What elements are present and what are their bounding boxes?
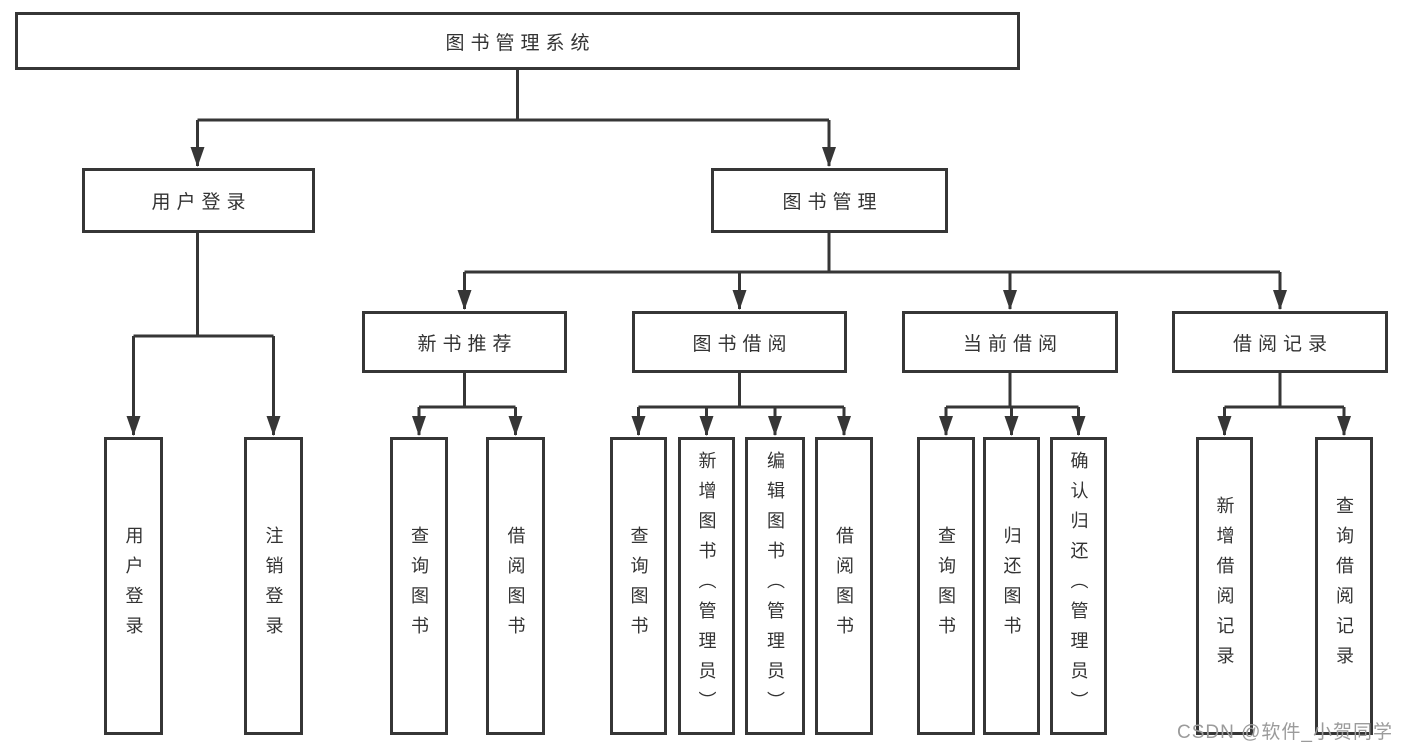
node-leaf-cb-query-book-label: 查询图书 [936, 526, 956, 646]
node-current-borrowing-label: 当前借阅 [962, 333, 1063, 355]
node-leaf-logout-label: 注销登录 [263, 526, 284, 646]
node-leaf-rec-query-book-label: 查询图书 [409, 526, 429, 646]
node-leaf-rec-borrow-book: 借阅图书 [486, 437, 545, 735]
node-user-login: 用户登录 [82, 168, 315, 233]
node-user-login-label: 用户登录 [151, 192, 252, 213]
node-root-label: 图书管理系统 [445, 32, 596, 54]
node-leaf-cb-confirm-return-admin-label: 确认归还（管理员） [1068, 451, 1089, 721]
node-book-management-label: 图书管理 [782, 192, 883, 213]
node-leaf-br-add-record-label: 新增借阅记录 [1214, 496, 1235, 676]
node-leaf-cb-return-book-label: 归还图书 [1001, 526, 1022, 646]
node-leaf-bb-add-book-admin: 新增图书（管理员） [678, 437, 735, 735]
node-leaf-br-query-record-label: 查询借阅记录 [1334, 496, 1354, 676]
node-leaf-br-add-record: 新增借阅记录 [1196, 437, 1253, 735]
node-leaf-bb-query-book-label: 查询图书 [628, 526, 649, 646]
node-book-borrowing-label: 图书借阅 [692, 333, 793, 355]
node-new-book-recommend-label: 新书推荐 [417, 333, 518, 355]
node-leaf-br-query-record: 查询借阅记录 [1315, 437, 1373, 735]
node-borrowing-records-label: 借阅记录 [1232, 333, 1333, 355]
node-new-book-recommend: 新书推荐 [362, 311, 567, 373]
node-leaf-bb-edit-book-admin: 编辑图书（管理员） [745, 437, 805, 735]
node-leaf-bb-borrow-book-label: 借阅图书 [834, 526, 854, 646]
node-leaf-bb-query-book: 查询图书 [610, 437, 667, 735]
node-leaf-logout: 注销登录 [244, 437, 303, 735]
node-leaf-bb-borrow-book: 借阅图书 [815, 437, 873, 735]
node-root: 图书管理系统 [15, 12, 1020, 70]
csdn-watermark: CSDN @软件_小贺同学 [1177, 722, 1393, 743]
node-leaf-cb-query-book: 查询图书 [917, 437, 975, 735]
node-leaf-user-login-label: 用户登录 [123, 526, 144, 646]
node-leaf-cb-return-book: 归还图书 [983, 437, 1040, 735]
node-book-borrowing: 图书借阅 [632, 311, 847, 373]
node-book-management: 图书管理 [711, 168, 948, 233]
node-leaf-rec-borrow-book-label: 借阅图书 [505, 526, 526, 646]
node-leaf-rec-query-book: 查询图书 [390, 437, 448, 735]
node-borrowing-records: 借阅记录 [1172, 311, 1388, 373]
node-current-borrowing: 当前借阅 [902, 311, 1118, 373]
node-leaf-user-login: 用户登录 [104, 437, 163, 735]
node-leaf-cb-confirm-return-admin: 确认归还（管理员） [1050, 437, 1107, 735]
node-leaf-bb-edit-book-admin-label: 编辑图书（管理员） [765, 451, 785, 721]
node-leaf-bb-add-book-admin-label: 新增图书（管理员） [696, 451, 717, 721]
